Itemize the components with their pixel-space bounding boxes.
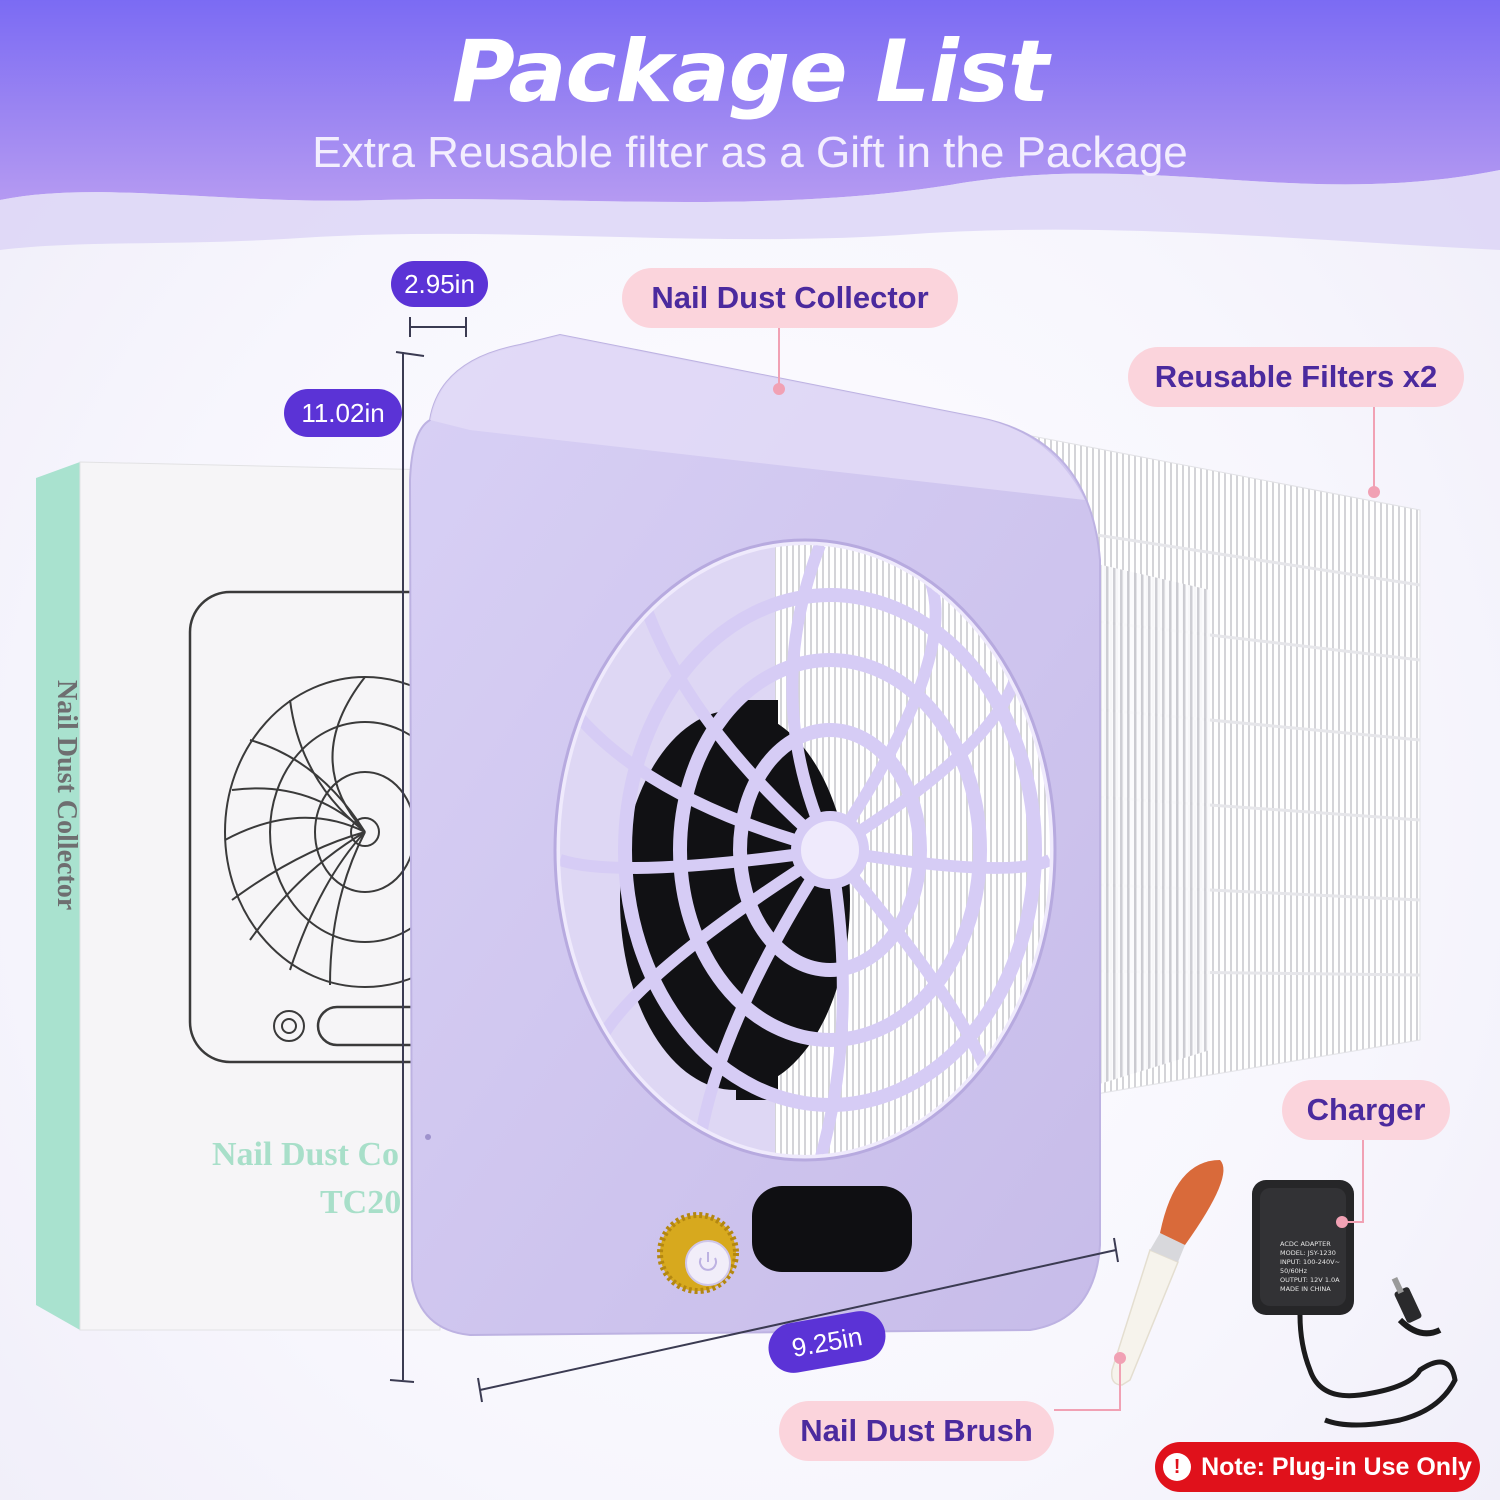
charger-label-line: OUTPUT: 12V 1.0A	[1280, 1276, 1340, 1284]
label-nail-dust-collector: Nail Dust Collector	[622, 268, 958, 328]
dimension-height-badge: 11.02in	[284, 389, 402, 437]
charger: ACDC ADAPTER MODEL: JSY-1230 INPUT: 100-…	[1252, 1180, 1458, 1428]
page-title: Package List	[451, 22, 1049, 122]
box-side-text: Nail Dust Collector	[51, 680, 82, 911]
charger-label-line: MADE IN CHINA	[1280, 1285, 1331, 1293]
header-background	[0, 0, 1500, 250]
packaging-box	[36, 461, 506, 1331]
box-front-name: Nail Dust Co	[212, 1136, 400, 1173]
label-leaders	[778, 328, 1375, 1411]
label-nail-dust-brush: Nail Dust Brush	[779, 1401, 1054, 1461]
nail-dust-collector	[408, 333, 1101, 1337]
dimension-depth-badge: 2.95in	[391, 261, 488, 307]
label-charger: Charger	[1282, 1080, 1450, 1140]
plug-in-note-badge: ! Note: Plug-in Use Only	[1155, 1442, 1480, 1492]
box-front-model: TC20	[320, 1184, 402, 1221]
charger-label-line: INPUT: 100-240V~	[1280, 1258, 1340, 1266]
charger-label-line: ACDC ADAPTER	[1280, 1240, 1331, 1248]
label-reusable-filters: Reusable Filters x2	[1128, 347, 1464, 407]
nail-dust-brush	[1110, 1160, 1224, 1386]
note-text: Note: Plug-in Use Only	[1201, 1452, 1472, 1481]
charger-label-line: 50/60Hz	[1280, 1267, 1308, 1275]
charger-label-line: MODEL: JSY-1230	[1280, 1249, 1336, 1257]
exclamation-icon: !	[1163, 1453, 1192, 1481]
page-subtitle: Extra Reusable filter as a Gift in the P…	[312, 128, 1188, 177]
dimension-lines	[389, 317, 1119, 1403]
